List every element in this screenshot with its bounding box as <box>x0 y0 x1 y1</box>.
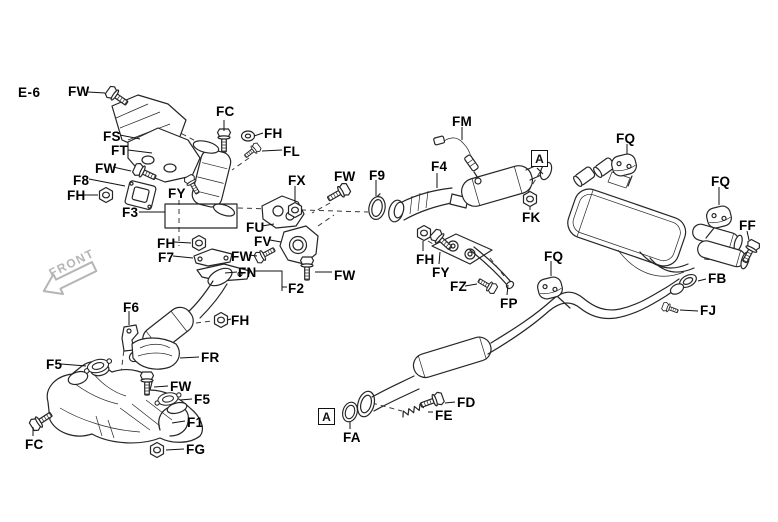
part-label-fd: FD <box>457 395 476 410</box>
f3-assembly-box <box>164 203 238 229</box>
part-label-f8: F8 <box>73 173 90 188</box>
joint-flange-fv <box>279 225 319 271</box>
part-label-fh: FH <box>157 236 176 251</box>
section-marker-a: A <box>318 408 335 425</box>
nut-icon-fh <box>213 311 229 329</box>
bolt-icon-fc <box>216 128 232 153</box>
part-label-fu: FU <box>246 220 265 235</box>
part-label-fq: FQ <box>616 131 636 146</box>
front-manifold-f1 <box>46 361 203 444</box>
part-label-fy: FY <box>432 265 450 280</box>
part-label-fw: FW <box>334 268 356 283</box>
part-label-fq: FQ <box>544 249 564 264</box>
part-label-f7: F7 <box>158 250 175 265</box>
middle-pipe-assembly <box>342 278 682 423</box>
part-label-fh: FH <box>416 252 435 267</box>
leader-lines <box>32 91 750 451</box>
sensor-icon-fl <box>241 141 263 161</box>
nut-icon-fk <box>522 190 538 208</box>
cover-fr <box>131 337 180 370</box>
part-label-f2: F2 <box>288 281 305 296</box>
part-label-fh: FH <box>264 126 283 141</box>
gasket-f7 <box>193 248 233 267</box>
page-code: E-6 <box>18 85 41 100</box>
nut-icon-fx <box>287 201 303 219</box>
part-label-fh: FH <box>231 313 250 328</box>
main-muffler <box>567 157 750 295</box>
part-label-f5: F5 <box>46 357 63 372</box>
part-label-f1: F1 <box>187 415 204 430</box>
part-label-f5: F5 <box>194 392 211 407</box>
part-label-f9: F9 <box>369 168 386 183</box>
nut-icon-fg <box>149 441 165 459</box>
bolt-icon-fw <box>299 256 315 281</box>
gasket-fb <box>669 273 697 295</box>
part-label-fv: FV <box>254 234 272 249</box>
front-direction-arrow: FRONT <box>42 246 98 295</box>
gasket-fa <box>342 401 358 423</box>
part-label-fk: FK <box>522 210 541 225</box>
part-label-fz: FZ <box>450 279 468 294</box>
part-label-fq: FQ <box>711 174 731 189</box>
part-label-fc: FC <box>216 104 235 119</box>
muffler-inlet-stub <box>573 166 596 187</box>
part-label-ff: FF <box>739 218 757 233</box>
part-label-fw: FW <box>170 379 192 394</box>
part-label-fb: FB <box>708 271 727 286</box>
part-label-fm: FM <box>452 114 473 129</box>
part-label-fa: FA <box>343 430 361 445</box>
clamp-ring-f9 <box>368 193 386 220</box>
nut-icon-fh <box>416 224 432 242</box>
part-label-ft: FT <box>111 143 129 158</box>
nut-icon-fh <box>98 186 114 204</box>
washer-icon-fh <box>240 130 256 142</box>
part-label-fs: FS <box>103 129 121 144</box>
part-label-fe: FE <box>435 408 453 423</box>
part-label-fg: FG <box>186 442 206 457</box>
bolt-icon-fw <box>324 181 353 206</box>
spring-icon-fe <box>400 402 425 418</box>
part-label-fh: FH <box>67 188 86 203</box>
part-label-f4: F4 <box>431 159 448 174</box>
part-label-fw: FW <box>334 169 356 184</box>
part-label-fw: FW <box>95 161 117 176</box>
rear-catalyst-converter <box>191 140 236 217</box>
part-label-fn: FN <box>238 265 257 280</box>
screw-icon-fz <box>475 275 499 296</box>
part-label-fw: FW <box>68 84 90 99</box>
hanger-rod-fp <box>469 246 515 290</box>
part-label-fl: FL <box>283 144 301 159</box>
part-label-fw: FW <box>231 249 253 264</box>
part-label-fc: FC <box>25 437 44 452</box>
middle-pipe-inlet-flange <box>356 390 376 418</box>
part-label-fj: FJ <box>700 303 717 318</box>
section-marker-a: A <box>531 150 548 167</box>
front-pipe-f4 <box>368 161 553 223</box>
oxygen-sensor-fm <box>433 135 479 179</box>
rubber-hanger-fq <box>535 274 565 302</box>
part-label-fx: FX <box>288 173 306 188</box>
hanger-pin-icon-fj <box>660 301 680 317</box>
part-label-fr: FR <box>201 350 220 365</box>
gasket-f8 <box>124 180 157 210</box>
nut-icon-fh <box>191 234 207 252</box>
part-label-fp: FP <box>500 296 518 311</box>
part-label-fy: FY <box>168 186 186 201</box>
part-label-f6: F6 <box>123 300 140 315</box>
resonator <box>412 336 492 379</box>
part-label-f3: F3 <box>122 205 139 220</box>
rear-manifold-body <box>127 127 201 183</box>
rubber-hanger-fq <box>609 151 639 179</box>
